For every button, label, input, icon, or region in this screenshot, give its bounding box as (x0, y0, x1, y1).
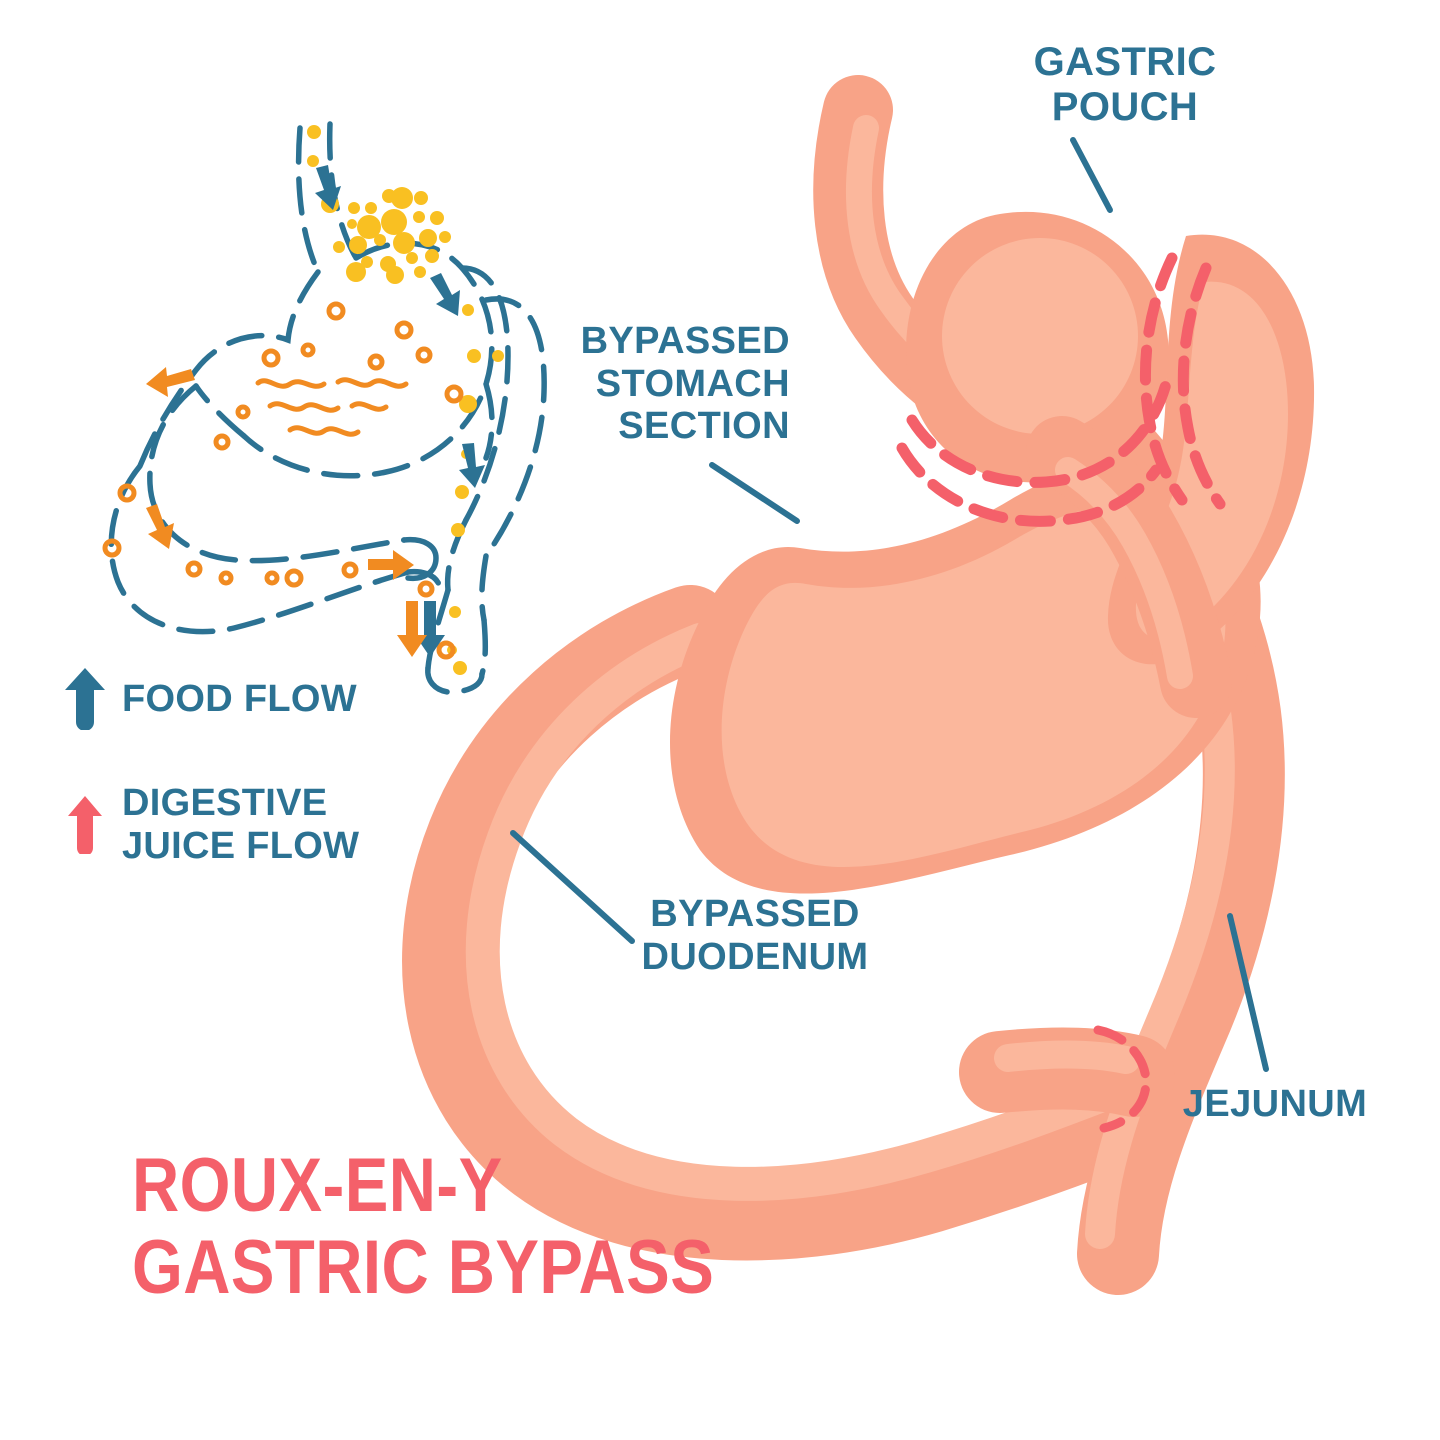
leader-bypassed-stomach (709, 462, 800, 524)
legend-item-food-flow: FOOD FLOW (62, 668, 462, 730)
flow-legend: FOOD FLOW DIGESTIVE JUICE FLOW (62, 668, 462, 920)
legend-label-food-flow: FOOD FLOW (122, 677, 357, 720)
legend-label-digestive-juice-flow: DIGESTIVE JUICE FLOW (122, 782, 360, 867)
label-bypassed-duodenum: BYPASSED DUODENUM (641, 893, 869, 978)
label-gastric-pouch: GASTRIC POUCH (1033, 40, 1217, 129)
arrow-up-icon (62, 668, 108, 730)
page-title: ROUX-EN-Y GASTRIC BYPASS (132, 1143, 715, 1311)
leader-lines (510, 137, 1269, 1072)
arrow-up-icon (62, 795, 108, 854)
label-bypassed-stomach-section: BYPASSED STOMACH SECTION (580, 320, 790, 448)
legend-item-digestive-juice-flow: DIGESTIVE JUICE FLOW (62, 782, 462, 868)
inset-food-flow-arrows (315, 165, 485, 657)
inset-juice-waves (255, 377, 409, 437)
inset-normal-anatomy (108, 121, 547, 695)
staple-lines (896, 252, 1226, 527)
leader-gastric-pouch (1070, 137, 1113, 213)
leader-bypassed-duodenum (510, 830, 635, 944)
inset-food-particles (307, 125, 504, 675)
gastric-pouch (906, 211, 1169, 483)
leader-jejunum (1227, 913, 1269, 1072)
inset-juice-flow-arrows (146, 367, 427, 657)
bypassed-duodenum (402, 585, 1163, 1261)
jejunojejunal-anastomosis (959, 1025, 1175, 1133)
inset-juice-rings (102, 301, 464, 660)
label-jejunum: JEJUNUM (1182, 1083, 1368, 1125)
bypassed-stomach-section (670, 461, 1261, 894)
